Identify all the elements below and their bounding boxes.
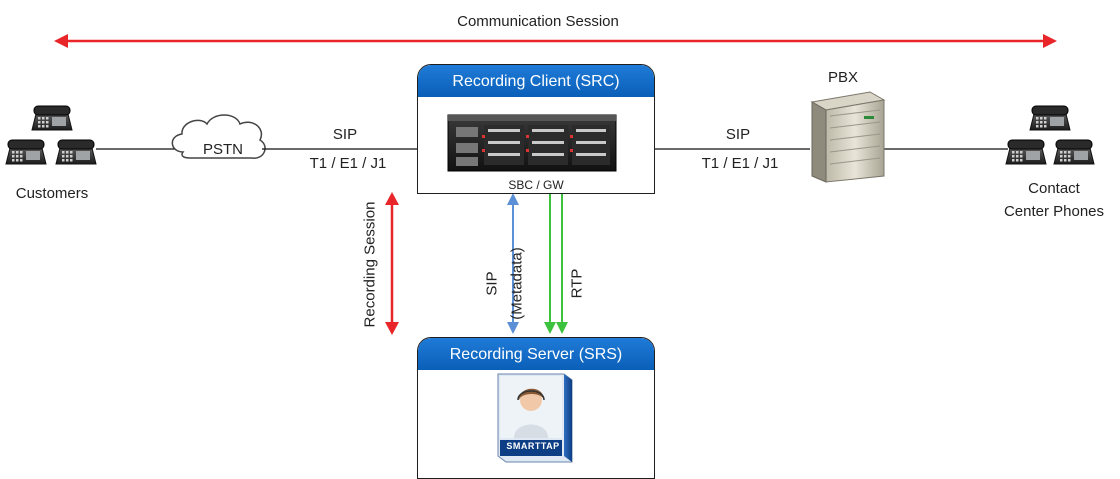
communication-session-label: Communication Session xyxy=(457,13,619,30)
rtp-arrow xyxy=(544,194,568,334)
right-sip-label: SIP xyxy=(725,126,751,143)
contact-center-label-line1: Contact xyxy=(1028,180,1080,197)
sip-metadata-label-line1: SIP xyxy=(483,271,501,296)
cloud-icon xyxy=(171,114,266,159)
desk-phone-icon xyxy=(1029,105,1071,131)
recording-server-box: Recording Server (SRS) SMARTTAP xyxy=(417,337,655,479)
recording-session-arrow xyxy=(385,192,399,335)
pstn-label: PSTN xyxy=(202,141,244,158)
communication-session-arrow xyxy=(54,34,1057,48)
desk-phone-icon xyxy=(1005,139,1047,165)
recording-server-header: Recording Server (SRS) xyxy=(418,338,654,370)
smarttap-logo-text: SMARTTAP xyxy=(506,441,560,451)
contact-center-phones xyxy=(1005,105,1095,165)
customer-phones xyxy=(5,105,97,165)
sbc-gw-label: SBC / GW xyxy=(508,178,564,192)
customers-label: Customers xyxy=(15,185,89,202)
desk-phone-icon xyxy=(1053,139,1095,165)
rack-gateway-icon xyxy=(447,114,617,172)
left-trunk-label: T1 / E1 / J1 xyxy=(309,155,387,172)
desk-phone-icon xyxy=(5,139,47,165)
sip-metadata-label-line2: (Metadata) xyxy=(508,247,526,320)
left-sip-label: SIP xyxy=(332,126,358,143)
right-trunk-label: T1 / E1 / J1 xyxy=(701,155,779,172)
pbx-server-icon xyxy=(810,91,886,183)
desk-phone-icon xyxy=(55,139,97,165)
rtp-label: RTP xyxy=(568,268,586,299)
desk-phone-icon xyxy=(31,105,73,131)
recording-client-box: Recording Client (SRC) SBC / GW xyxy=(417,64,655,194)
recording-session-label: Recording Session xyxy=(361,201,379,328)
recording-client-header: Recording Client (SRC) xyxy=(418,65,654,97)
sip-metadata-arrow xyxy=(507,193,519,334)
diagram-canvas xyxy=(5,34,1095,335)
pbx-label: PBX xyxy=(827,69,859,86)
agent-software-box-icon xyxy=(497,373,573,463)
contact-center-label-line2: Center Phones xyxy=(1003,203,1105,220)
